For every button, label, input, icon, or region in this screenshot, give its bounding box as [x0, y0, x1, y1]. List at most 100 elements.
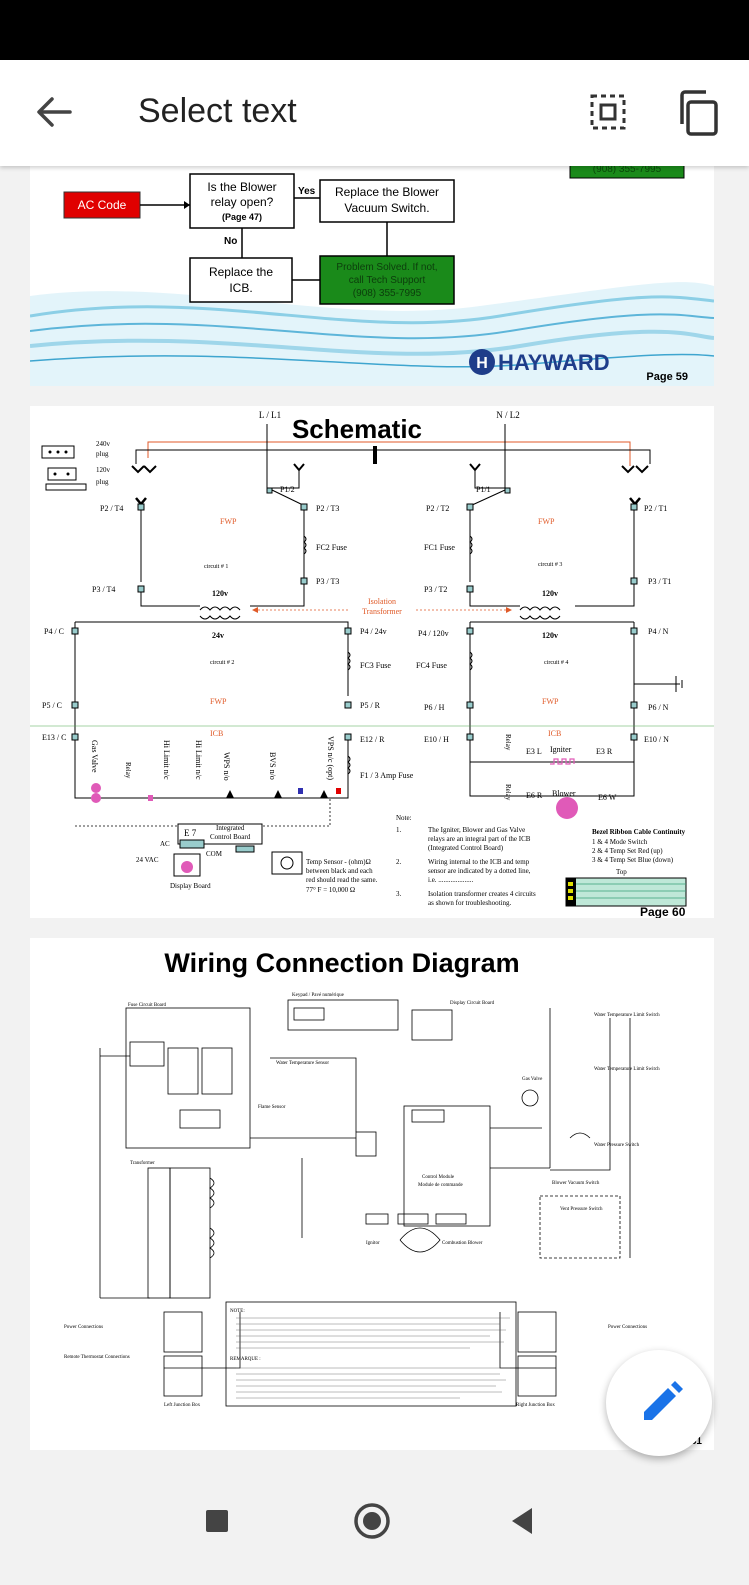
- copy-icon[interactable]: [676, 90, 720, 136]
- fwp-label: FWP: [538, 517, 555, 526]
- voltage-24v-label: 24v: [212, 631, 224, 640]
- note-heading: Note:: [396, 814, 412, 822]
- ac-label: AC: [160, 840, 170, 848]
- wps-label: WPS n/o: [222, 752, 231, 781]
- note-2-line: Wiring internal to the ICB and temp: [428, 858, 530, 866]
- question-line-3: (Page 47): [222, 212, 262, 222]
- relay-label: Relay: [504, 784, 512, 801]
- hi-limit-label: Hi Limit n/c: [194, 740, 203, 780]
- page-number-59: Page 59: [646, 371, 688, 383]
- circuit-3-label: circuit # 3: [538, 562, 562, 568]
- plug-240v-sub: plug: [96, 450, 109, 458]
- e6-r-label: E6 R: [526, 791, 543, 800]
- problem-solved-box: [319, 255, 455, 305]
- e10-n-label: E10 / N: [644, 735, 669, 744]
- transformer-label: Transformer: [130, 1161, 155, 1166]
- display-board-label: Display Board: [170, 882, 211, 890]
- ac-code-label: AC Code: [78, 198, 127, 212]
- no-label: No: [224, 236, 237, 247]
- back-arrow-icon[interactable]: [32, 90, 76, 134]
- solved-line-1: Problem Solved. If not,: [336, 262, 437, 273]
- document-page-61: Wiring Connection Diagram: [30, 938, 714, 1450]
- p3-t1-label: P3 / T1: [648, 577, 671, 586]
- icb-label: ICB: [210, 729, 223, 738]
- e12-r-label: E12 / R: [360, 735, 385, 744]
- blower-label: Blower: [552, 789, 576, 798]
- power-connections-label: Power Connections: [608, 1325, 647, 1330]
- note-1-line: The Igniter, Blower and Gas Valve: [428, 826, 525, 834]
- select-all-icon[interactable]: [588, 92, 628, 132]
- fuse-board-label: Fuse Circuit Board: [128, 1003, 167, 1008]
- p4-24v-label: P4 / 24v: [360, 627, 387, 636]
- control-module-label: Control Module: [422, 1175, 455, 1180]
- e13-c-label: E13 / C: [42, 733, 66, 742]
- temp-sensor-box: [271, 851, 303, 875]
- question-line-2: relay open?: [211, 195, 274, 209]
- temp-sensor-line: between black and each: [306, 867, 373, 875]
- temp-sensor-line: Temp Sensor - (ohm)Ω: [306, 858, 371, 866]
- home-icon[interactable]: [354, 1503, 390, 1539]
- e7-label: E 7: [184, 828, 197, 838]
- solved-line-3: (908) 355-7995: [353, 288, 422, 299]
- 24-vac-label: 24 VAC: [136, 856, 159, 864]
- document-page-59: (908) 355-7995 AC Code Is the Blower rel…: [30, 166, 714, 386]
- back-nav-icon[interactable]: [512, 1508, 532, 1534]
- relay-label: Relay: [124, 762, 132, 779]
- plug-120v-sub: plug: [96, 478, 109, 486]
- keypad-label: Keypad / Pavé numérique: [292, 993, 345, 998]
- relay-label: Relay: [504, 734, 512, 751]
- p4-c-label: P4 / C: [44, 627, 64, 636]
- app-bar: Select text: [0, 60, 749, 166]
- note-2-line: i.e. ....................: [428, 876, 474, 884]
- blower-icon: [556, 797, 578, 819]
- combustion-blower-label: Combustion Blower: [442, 1241, 483, 1246]
- display-board-label: Display Circuit Board: [450, 1001, 495, 1006]
- clipped-phone-text: (908) 355-7995: [593, 166, 662, 175]
- p2-t1-label: P2 / T1: [644, 504, 667, 513]
- note-heading: NOTE:: [230, 1309, 245, 1314]
- p6-h-label: P6 / H: [424, 703, 445, 712]
- bezel-line: 1 & 4 Mode Switch: [592, 838, 648, 846]
- f1-fuse-label: F1 / 3 Amp Fuse: [360, 771, 414, 780]
- fc4-fuse-label: FC4 Fuse: [416, 661, 447, 670]
- svg-text:H: H: [476, 355, 488, 372]
- remarque-heading: REMARQUE :: [230, 1357, 261, 1362]
- limit-switch-label: Water Temperature Limit Switch: [594, 1013, 660, 1018]
- water-temp-label: Water Temperature Sensor: [276, 1061, 329, 1066]
- note-2-line: sensor are indicated by a dotted line,: [428, 867, 531, 875]
- p4-n-label: P4 / N: [648, 627, 669, 636]
- bezel-line: 2 & 4 Temp Set Red (up): [592, 847, 663, 855]
- isolation-label-2: Transformer: [362, 607, 402, 616]
- page-number-60: Page 60: [640, 905, 686, 918]
- edit-fab-button[interactable]: [606, 1350, 712, 1456]
- left-junction-box-label: Left Junction Box: [164, 1403, 201, 1408]
- p2-t4-label: P2 / T4: [100, 504, 123, 513]
- voltage-label: 120v: [212, 589, 228, 598]
- system-nav-bar: [0, 1480, 749, 1580]
- p1-2-label: P1/2: [280, 485, 295, 494]
- vent-switch-label: Vent Pressure Switch: [560, 1207, 603, 1212]
- plug-240v-label: 240v: [96, 440, 111, 448]
- recents-icon[interactable]: [206, 1510, 228, 1532]
- flame-sensor-label: Flame Sensor: [258, 1105, 286, 1110]
- fwp-label: FWP: [210, 697, 227, 706]
- wiring-diagram-title: Wiring Connection Diagram: [164, 948, 519, 978]
- yes-label: Yes: [298, 186, 316, 197]
- plug-icon-240v: [41, 445, 75, 459]
- gas-valve-label: Gas Valve: [90, 740, 99, 773]
- note-3-line: as shown for troubleshooting.: [428, 899, 511, 907]
- hayward-logo: H HAYWARD: [469, 349, 610, 375]
- p5-r-label: P5 / R: [360, 701, 381, 710]
- limit-switch-label: Water Temperature Limit Switch: [594, 1067, 660, 1072]
- replace-icb-line-2: ICB.: [229, 281, 252, 295]
- p3-t2-label: P3 / T2: [424, 585, 447, 594]
- svg-text:HAYWARD: HAYWARD: [498, 350, 610, 375]
- p1-1-label: P1/1: [476, 485, 491, 494]
- icb-label: ICB: [548, 729, 561, 738]
- icb-box-label-1: Integrated: [216, 824, 245, 832]
- right-junction-box-label: Right Junction Box: [516, 1403, 555, 1408]
- p2-t3-label: P2 / T3: [316, 504, 339, 513]
- ribbon-top-label: Top: [616, 868, 627, 876]
- igniter-label: Igniter: [550, 745, 572, 754]
- vps-label: VPS n/c (opt): [326, 736, 335, 780]
